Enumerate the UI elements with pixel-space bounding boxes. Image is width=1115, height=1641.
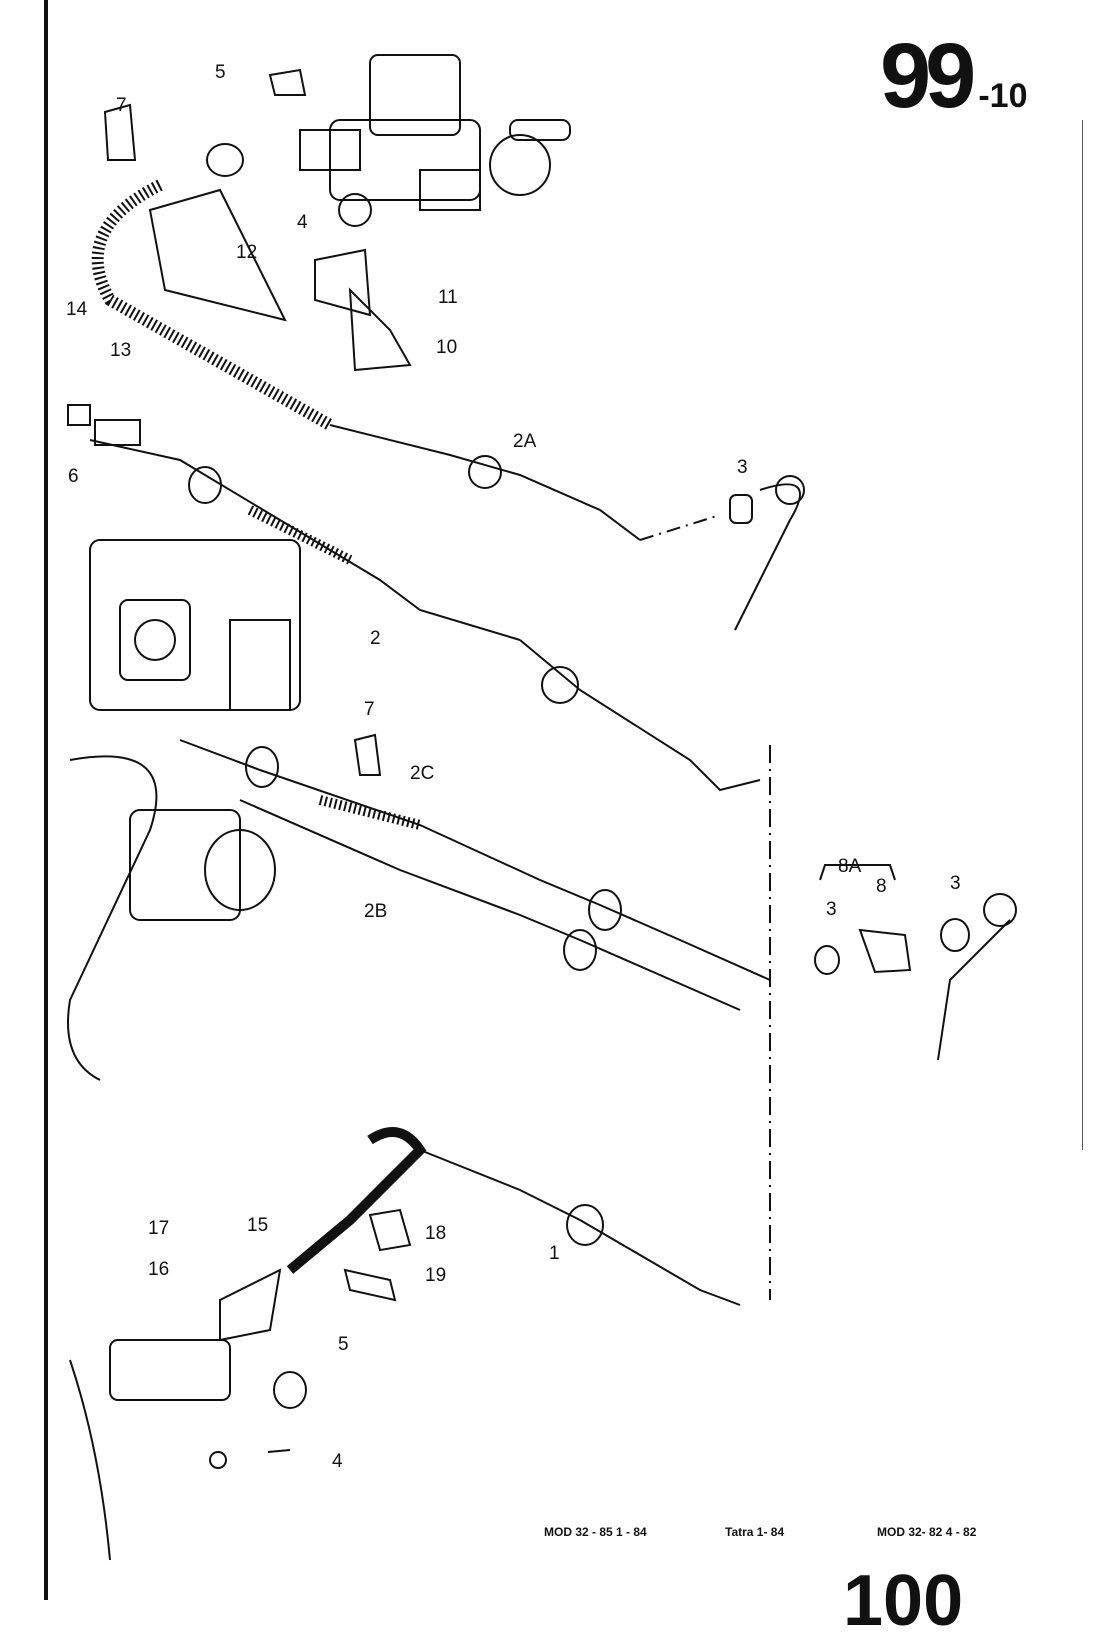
- callout-label: 2A: [513, 431, 537, 452]
- injection-pump-drawing: [67, 404, 761, 792]
- callout-label: 16: [148, 1259, 170, 1280]
- callout-label: 10: [436, 337, 458, 358]
- callout-label: 13: [110, 340, 132, 361]
- callout-label: 7: [116, 95, 127, 116]
- callout-label: 5: [338, 1334, 349, 1355]
- bracket-parts: [103, 68, 412, 372]
- section-main: 99: [880, 25, 976, 127]
- throttle-cable-top: [91, 143, 805, 631]
- callout-label: 3: [737, 457, 748, 478]
- callout-label: 6: [68, 466, 79, 487]
- section-sub: -10: [978, 77, 1028, 115]
- exploded-parts-diagram: [67, 54, 1017, 1561]
- callout-label: 2: [370, 628, 381, 649]
- binding-margin-line: [44, 0, 48, 1600]
- carburetor-drawing: [299, 54, 571, 227]
- page-number: 100: [843, 1561, 964, 1641]
- callout-label: 5: [215, 62, 226, 83]
- bracket-8a-parts: [814, 864, 1017, 1061]
- callout-label: 15: [247, 1215, 269, 1236]
- callout-label: 11: [438, 287, 458, 308]
- callout-label: 7: [364, 699, 375, 720]
- callout-label: 3: [826, 899, 837, 920]
- footer-ref-tatra: Tatra 1- 84: [725, 1525, 785, 1539]
- callout-label: 2C: [410, 763, 435, 784]
- callout-label: 18: [425, 1223, 447, 1244]
- callout-label: 19: [425, 1265, 447, 1286]
- right-margin-line: [1082, 120, 1083, 1150]
- callout-label: 8A: [838, 856, 862, 877]
- callout-label: 1: [549, 1243, 560, 1264]
- pedal-assembly-drawing: [69, 1127, 741, 1561]
- throttle-body-drawing: [67, 733, 771, 1081]
- footer-ref-mod-32-85: MOD 32 - 85 1 - 84: [544, 1525, 647, 1539]
- callout-label: 3: [950, 873, 961, 894]
- callout-label: 8: [876, 876, 887, 897]
- callout-label: 4: [332, 1451, 343, 1472]
- callout-label: 14: [66, 299, 88, 320]
- callout-label: 17: [148, 1218, 170, 1239]
- section-number: 99-10: [880, 30, 1027, 122]
- footer-ref-mod-32-82: MOD 32- 82 4 - 82: [877, 1525, 977, 1539]
- callout-label: 2B: [364, 901, 388, 922]
- callout-label: 12: [236, 242, 258, 263]
- callout-label: 4: [297, 212, 308, 233]
